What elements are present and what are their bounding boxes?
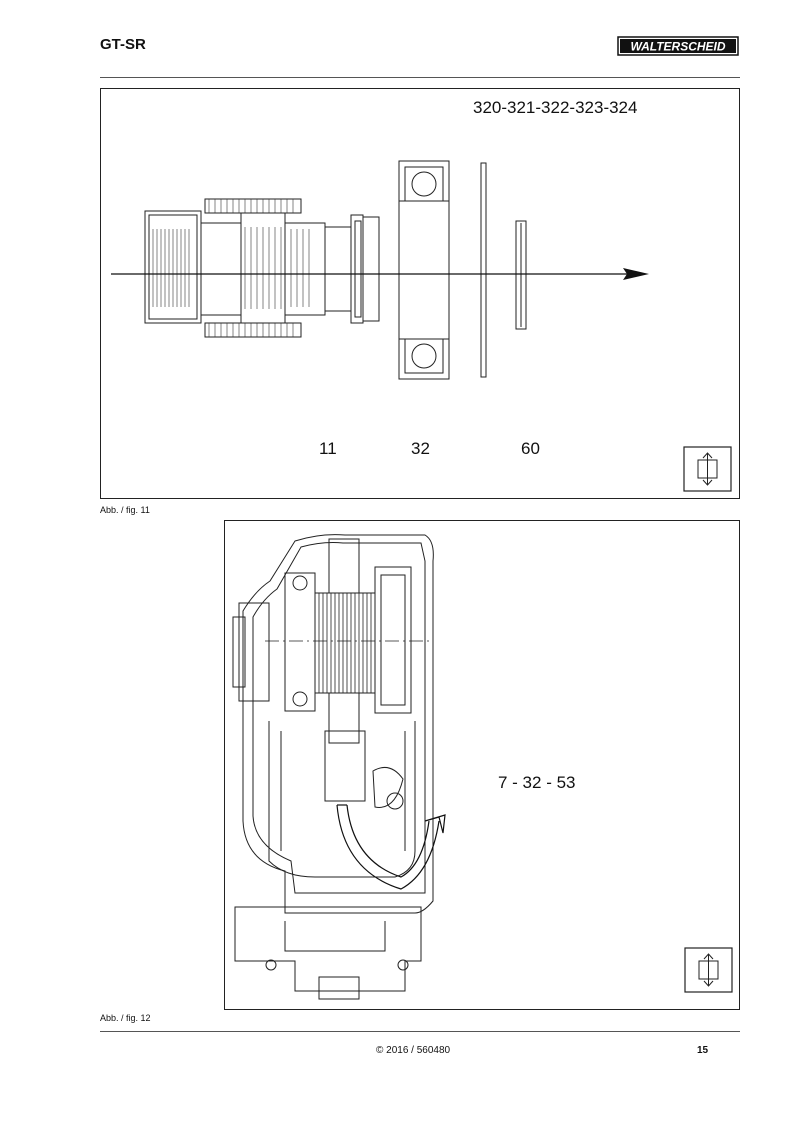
document-title: GT-SR xyxy=(100,36,146,53)
rotation-arrow xyxy=(336,804,446,890)
logo-text: WALTERSCHEID xyxy=(630,40,725,54)
part-callout-label: 11 xyxy=(319,439,337,458)
page-number: 15 xyxy=(697,1045,709,1056)
figure-11-frame: 320-321-322-323-324 11 32 60 xyxy=(100,88,740,499)
up-down-arrow-icon xyxy=(683,446,732,492)
figure-12-caption: Abb. / fig. 12 xyxy=(100,1013,151,1023)
snap-ring-part xyxy=(515,220,527,330)
part-callout-label: 7 - 32 - 53 xyxy=(498,773,576,792)
copyright-text: © 2016 / 560480 xyxy=(376,1045,451,1056)
up-down-arrow-icon xyxy=(684,947,733,993)
shim-part xyxy=(480,162,487,378)
gear-shaft-part xyxy=(144,198,380,338)
footer-rule xyxy=(100,1031,740,1032)
figure-11-drawing: 320-321-322-323-324 11 32 60 xyxy=(111,98,732,492)
figure-12-frame: 7 - 32 - 53 xyxy=(224,520,740,1010)
part-callout-label: 60 xyxy=(521,439,540,458)
walterscheid-logo: WALTERSCHEID xyxy=(617,36,739,56)
figure-11-caption: Abb. / fig. 11 xyxy=(100,505,150,515)
bearing-part xyxy=(398,160,450,380)
assembly-direction-arrow xyxy=(111,268,649,280)
part-numbers-label: 320-321-322-323-324 xyxy=(473,98,637,117)
header-rule xyxy=(100,77,740,78)
part-callout-label: 32 xyxy=(411,439,430,458)
figure-12-drawing: 7 - 32 - 53 xyxy=(232,534,733,1000)
